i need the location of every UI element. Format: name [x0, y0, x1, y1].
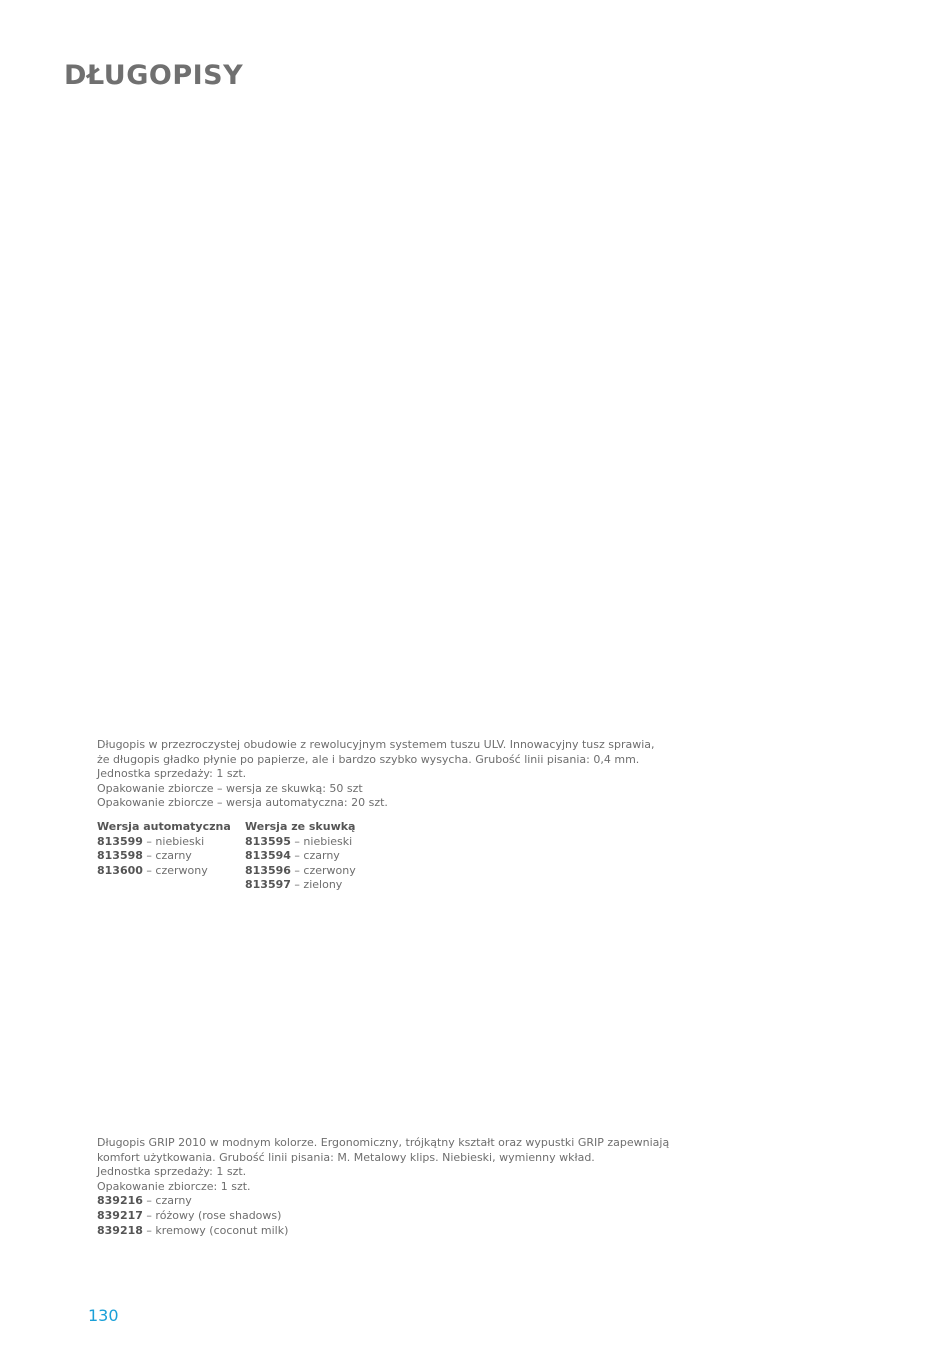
product-color: – czerwony [290, 863, 356, 877]
product-code-row: 813594 – czarny [245, 849, 393, 864]
product-code: 813599 [97, 834, 143, 848]
product-code: 813594 [245, 849, 291, 863]
product-color: – czerwony [142, 863, 208, 877]
product-color: – różowy (rose shadows) [142, 1208, 282, 1222]
variant-columns: Wersja automatyczna 813599 – niebieski 8… [97, 820, 657, 893]
product-code: 839217 [97, 1208, 143, 1222]
variant-column-cap: Wersja ze skuwką 813595 – niebieski 8135… [245, 820, 393, 893]
description-line: Długopis w przezroczystej obudowie z rew… [97, 738, 655, 751]
product-code-row: 813596 – czerwony [245, 864, 393, 879]
page-title: DŁUGOPISY [64, 60, 244, 91]
description-line: Opakowanie zbiorcze: 1 szt. [97, 1179, 251, 1193]
product-code: 813597 [245, 878, 291, 892]
product-code-row: 813597 – zielony [245, 878, 393, 893]
description-line: Jednostka sprzedaży: 1 szt. [97, 1165, 247, 1179]
description-line: że długopis gładko płynie po papierze, a… [97, 752, 640, 766]
product-code-row: 839216 – czarny [97, 1194, 677, 1209]
product-code: 839216 [97, 1194, 143, 1208]
variant-column-automatic: Wersja automatyczna 813599 – niebieski 8… [97, 820, 245, 893]
product-description-ulv: Długopis w przezroczystej obudowie z rew… [97, 738, 657, 893]
product-color: – czarny [290, 849, 340, 863]
description-line: Długopis GRIP 2010 w modnym kolorze. Erg… [97, 1136, 670, 1149]
product-color: – czarny [142, 849, 192, 863]
product-color: – czarny [142, 1194, 192, 1208]
product-code-row: 839218 – kremowy (coconut milk) [97, 1224, 677, 1239]
variant-heading: Wersja ze skuwką [245, 819, 356, 833]
product-color: – zielony [290, 878, 343, 892]
product-code: 813600 [97, 863, 143, 877]
page-number: 130 [88, 1306, 119, 1325]
variant-heading: Wersja automatyczna [97, 819, 231, 833]
product-description-grip: Długopis GRIP 2010 w modnym kolorze. Erg… [97, 1136, 677, 1238]
product-code-row: 813600 – czerwony [97, 864, 245, 879]
product-color: – niebieski [142, 834, 205, 848]
description-line: komfort użytkowania. Grubość linii pisan… [97, 1150, 595, 1164]
product-color: – niebieski [290, 834, 353, 848]
product-code: 813595 [245, 834, 291, 848]
description-line: Opakowanie zbiorcze – wersja automatyczn… [97, 796, 388, 810]
product-code-row: 813595 – niebieski [245, 835, 393, 850]
product-code: 813596 [245, 863, 291, 877]
product-code: 839218 [97, 1223, 143, 1237]
description-line: Jednostka sprzedaży: 1 szt. [97, 767, 247, 781]
product-code-row: 813598 – czarny [97, 849, 245, 864]
product-code-row: 839217 – różowy (rose shadows) [97, 1209, 677, 1224]
product-code: 813598 [97, 849, 143, 863]
product-code-row: 813599 – niebieski [97, 835, 245, 850]
description-line: Opakowanie zbiorcze – wersja ze skuwką: … [97, 781, 363, 795]
product-color: – kremowy (coconut milk) [142, 1223, 289, 1237]
